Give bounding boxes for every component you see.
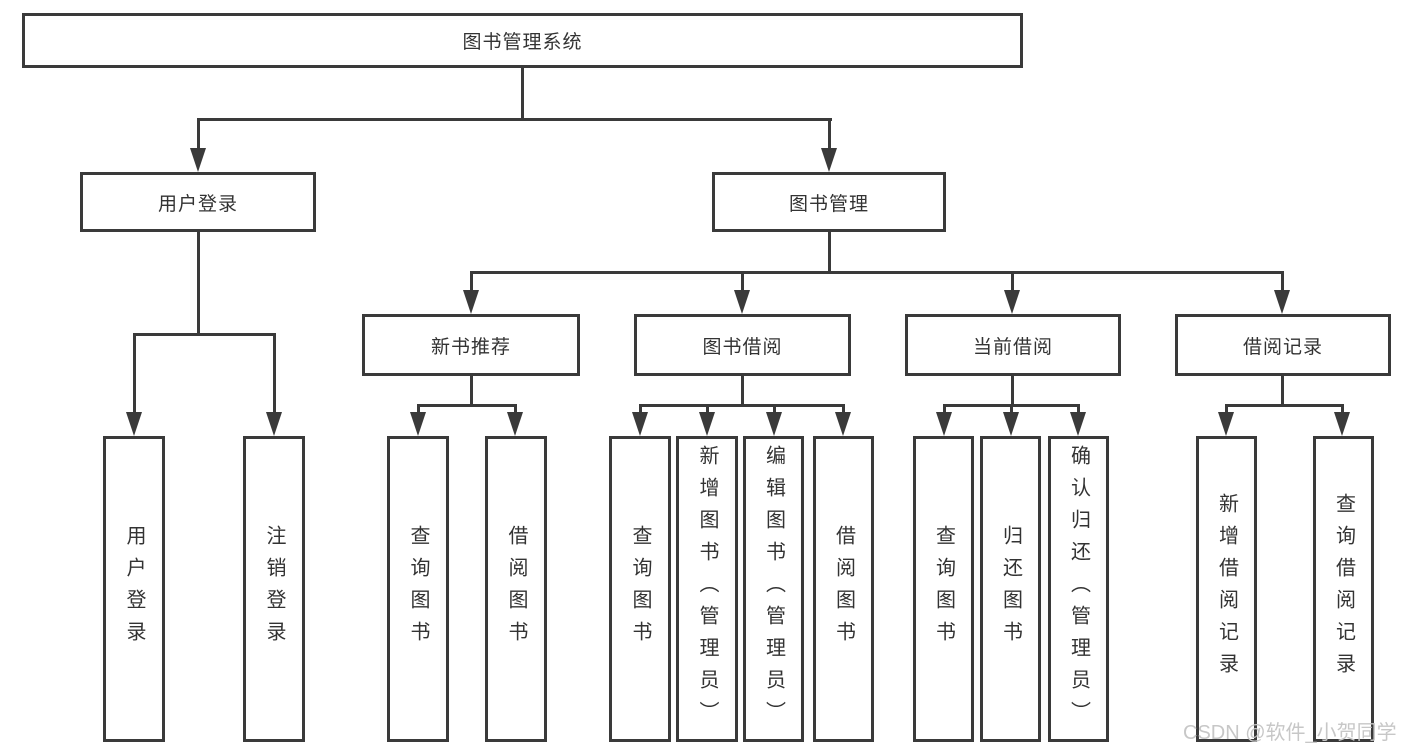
- node-label: 图书管理系统: [462, 32, 583, 53]
- connector-records-bar: [1225, 404, 1344, 407]
- leaf-label: 借阅图书: [505, 525, 527, 653]
- arrow-down-icon: [1218, 412, 1234, 436]
- connector-root-bar: [197, 118, 832, 121]
- leaf-query-borrow-record: 查询借阅记录: [1313, 436, 1374, 742]
- leaf-user-login: 用户登录: [103, 436, 165, 742]
- leaf-confirm-return-admin: 确认归还（管理员）: [1048, 436, 1109, 742]
- connector-login-drop-1: [133, 333, 136, 414]
- leaf-label: 注销登录: [263, 525, 285, 653]
- arrow-down-icon: [632, 412, 648, 436]
- connector-borrow-bar: [639, 404, 845, 407]
- arrow-down-icon: [463, 290, 479, 314]
- leaf-borrow-book-2: 借阅图书: [813, 436, 874, 742]
- connector-root-drop-left: [197, 118, 200, 152]
- leaf-logout: 注销登录: [243, 436, 305, 742]
- node-new-book-recommend: 新书推荐: [362, 314, 580, 376]
- connector-borrow-drop-1: [639, 404, 642, 416]
- arrow-down-icon: [1334, 412, 1350, 436]
- arrow-down-icon: [1003, 412, 1019, 436]
- leaf-label: 查询借阅记录: [1332, 493, 1355, 685]
- leaf-label: 归还图书: [999, 525, 1022, 653]
- arrow-down-icon: [1004, 290, 1020, 314]
- connector-root-stem: [521, 68, 524, 120]
- connector-borrow-drop-2: [706, 404, 709, 416]
- leaf-label: 查询图书: [932, 525, 955, 653]
- leaf-label: 借阅图书: [832, 525, 855, 653]
- node-book-borrowing: 图书借阅: [634, 314, 851, 376]
- node-label: 当前借阅: [972, 336, 1053, 358]
- leaf-label: 新增借阅记录: [1215, 493, 1238, 685]
- node-root-library-system: 图书管理系统: [22, 13, 1023, 68]
- leaf-label: 编辑图书（管理员）: [762, 445, 785, 733]
- connector-login-drop-2: [273, 333, 276, 414]
- arrow-down-icon: [699, 412, 715, 436]
- connector-borrow-stem: [741, 376, 744, 407]
- node-user-login: 用户登录: [80, 172, 316, 232]
- arrow-down-icon: [821, 148, 837, 172]
- connector-login-bar: [133, 333, 276, 336]
- connector-newbook-stem: [470, 376, 473, 407]
- arrow-down-icon: [410, 412, 426, 436]
- connector-mgmt-stem: [828, 232, 831, 274]
- connector-current-drop-3: [1077, 404, 1080, 416]
- arrow-down-icon: [734, 290, 750, 314]
- leaf-label: 确认归还（管理员）: [1067, 445, 1090, 733]
- connector-current-drop-2: [1010, 404, 1013, 416]
- arrow-down-icon: [1274, 290, 1290, 314]
- connector-records-drop-1: [1225, 404, 1228, 416]
- leaf-label: 新增图书（管理员）: [696, 445, 718, 733]
- connector-mgmt-drop-1: [470, 271, 473, 293]
- leaf-label: 查询图书: [629, 525, 651, 653]
- leaf-edit-book-admin: 编辑图书（管理员）: [743, 436, 804, 742]
- node-current-borrowing: 当前借阅: [905, 314, 1121, 376]
- leaf-query-book-2: 查询图书: [609, 436, 671, 742]
- leaf-borrow-book-1: 借阅图书: [485, 436, 547, 742]
- connector-mgmt-drop-4: [1281, 271, 1284, 293]
- leaf-label: 查询图书: [407, 525, 429, 653]
- connector-current-drop-1: [943, 404, 946, 416]
- arrow-down-icon: [835, 412, 851, 436]
- leaf-query-book-1: 查询图书: [387, 436, 449, 742]
- arrow-down-icon: [190, 148, 206, 172]
- arrow-down-icon: [507, 412, 523, 436]
- connector-newbook-drop-1: [417, 404, 420, 416]
- connector-current-stem: [1011, 376, 1014, 407]
- node-label: 图书借阅: [702, 336, 783, 358]
- leaf-query-book-3: 查询图书: [913, 436, 974, 742]
- connector-mgmt-drop-2: [741, 271, 744, 293]
- leaf-add-book-admin: 新增图书（管理员）: [676, 436, 738, 742]
- connector-records-drop-2: [1341, 404, 1344, 416]
- node-label: 用户登录: [157, 193, 238, 215]
- arrow-down-icon: [266, 412, 282, 436]
- arrow-down-icon: [126, 412, 142, 436]
- connector-mgmt-bar: [470, 271, 1284, 274]
- node-borrow-records: 借阅记录: [1175, 314, 1391, 376]
- leaf-label: 用户登录: [123, 525, 145, 653]
- arrow-down-icon: [1070, 412, 1086, 436]
- connector-login-stem: [197, 232, 200, 336]
- node-book-management: 图书管理: [712, 172, 946, 232]
- arrow-down-icon: [936, 412, 952, 436]
- connector-newbook-bar: [417, 404, 517, 407]
- leaf-add-borrow-record: 新增借阅记录: [1196, 436, 1257, 742]
- connector-borrow-drop-4: [842, 404, 845, 416]
- connector-newbook-drop-2: [514, 404, 517, 416]
- leaf-return-book: 归还图书: [980, 436, 1041, 742]
- node-label: 图书管理: [788, 193, 869, 215]
- csdn-watermark: CSDN @软件_小贺同学: [1183, 722, 1397, 744]
- node-label: 借阅记录: [1242, 336, 1323, 358]
- arrow-down-icon: [766, 412, 782, 436]
- connector-mgmt-drop-3: [1011, 271, 1014, 293]
- connector-borrow-drop-3: [773, 404, 776, 416]
- connector-root-drop-right: [828, 118, 831, 152]
- node-label: 新书推荐: [430, 336, 511, 358]
- connector-records-stem: [1281, 376, 1284, 407]
